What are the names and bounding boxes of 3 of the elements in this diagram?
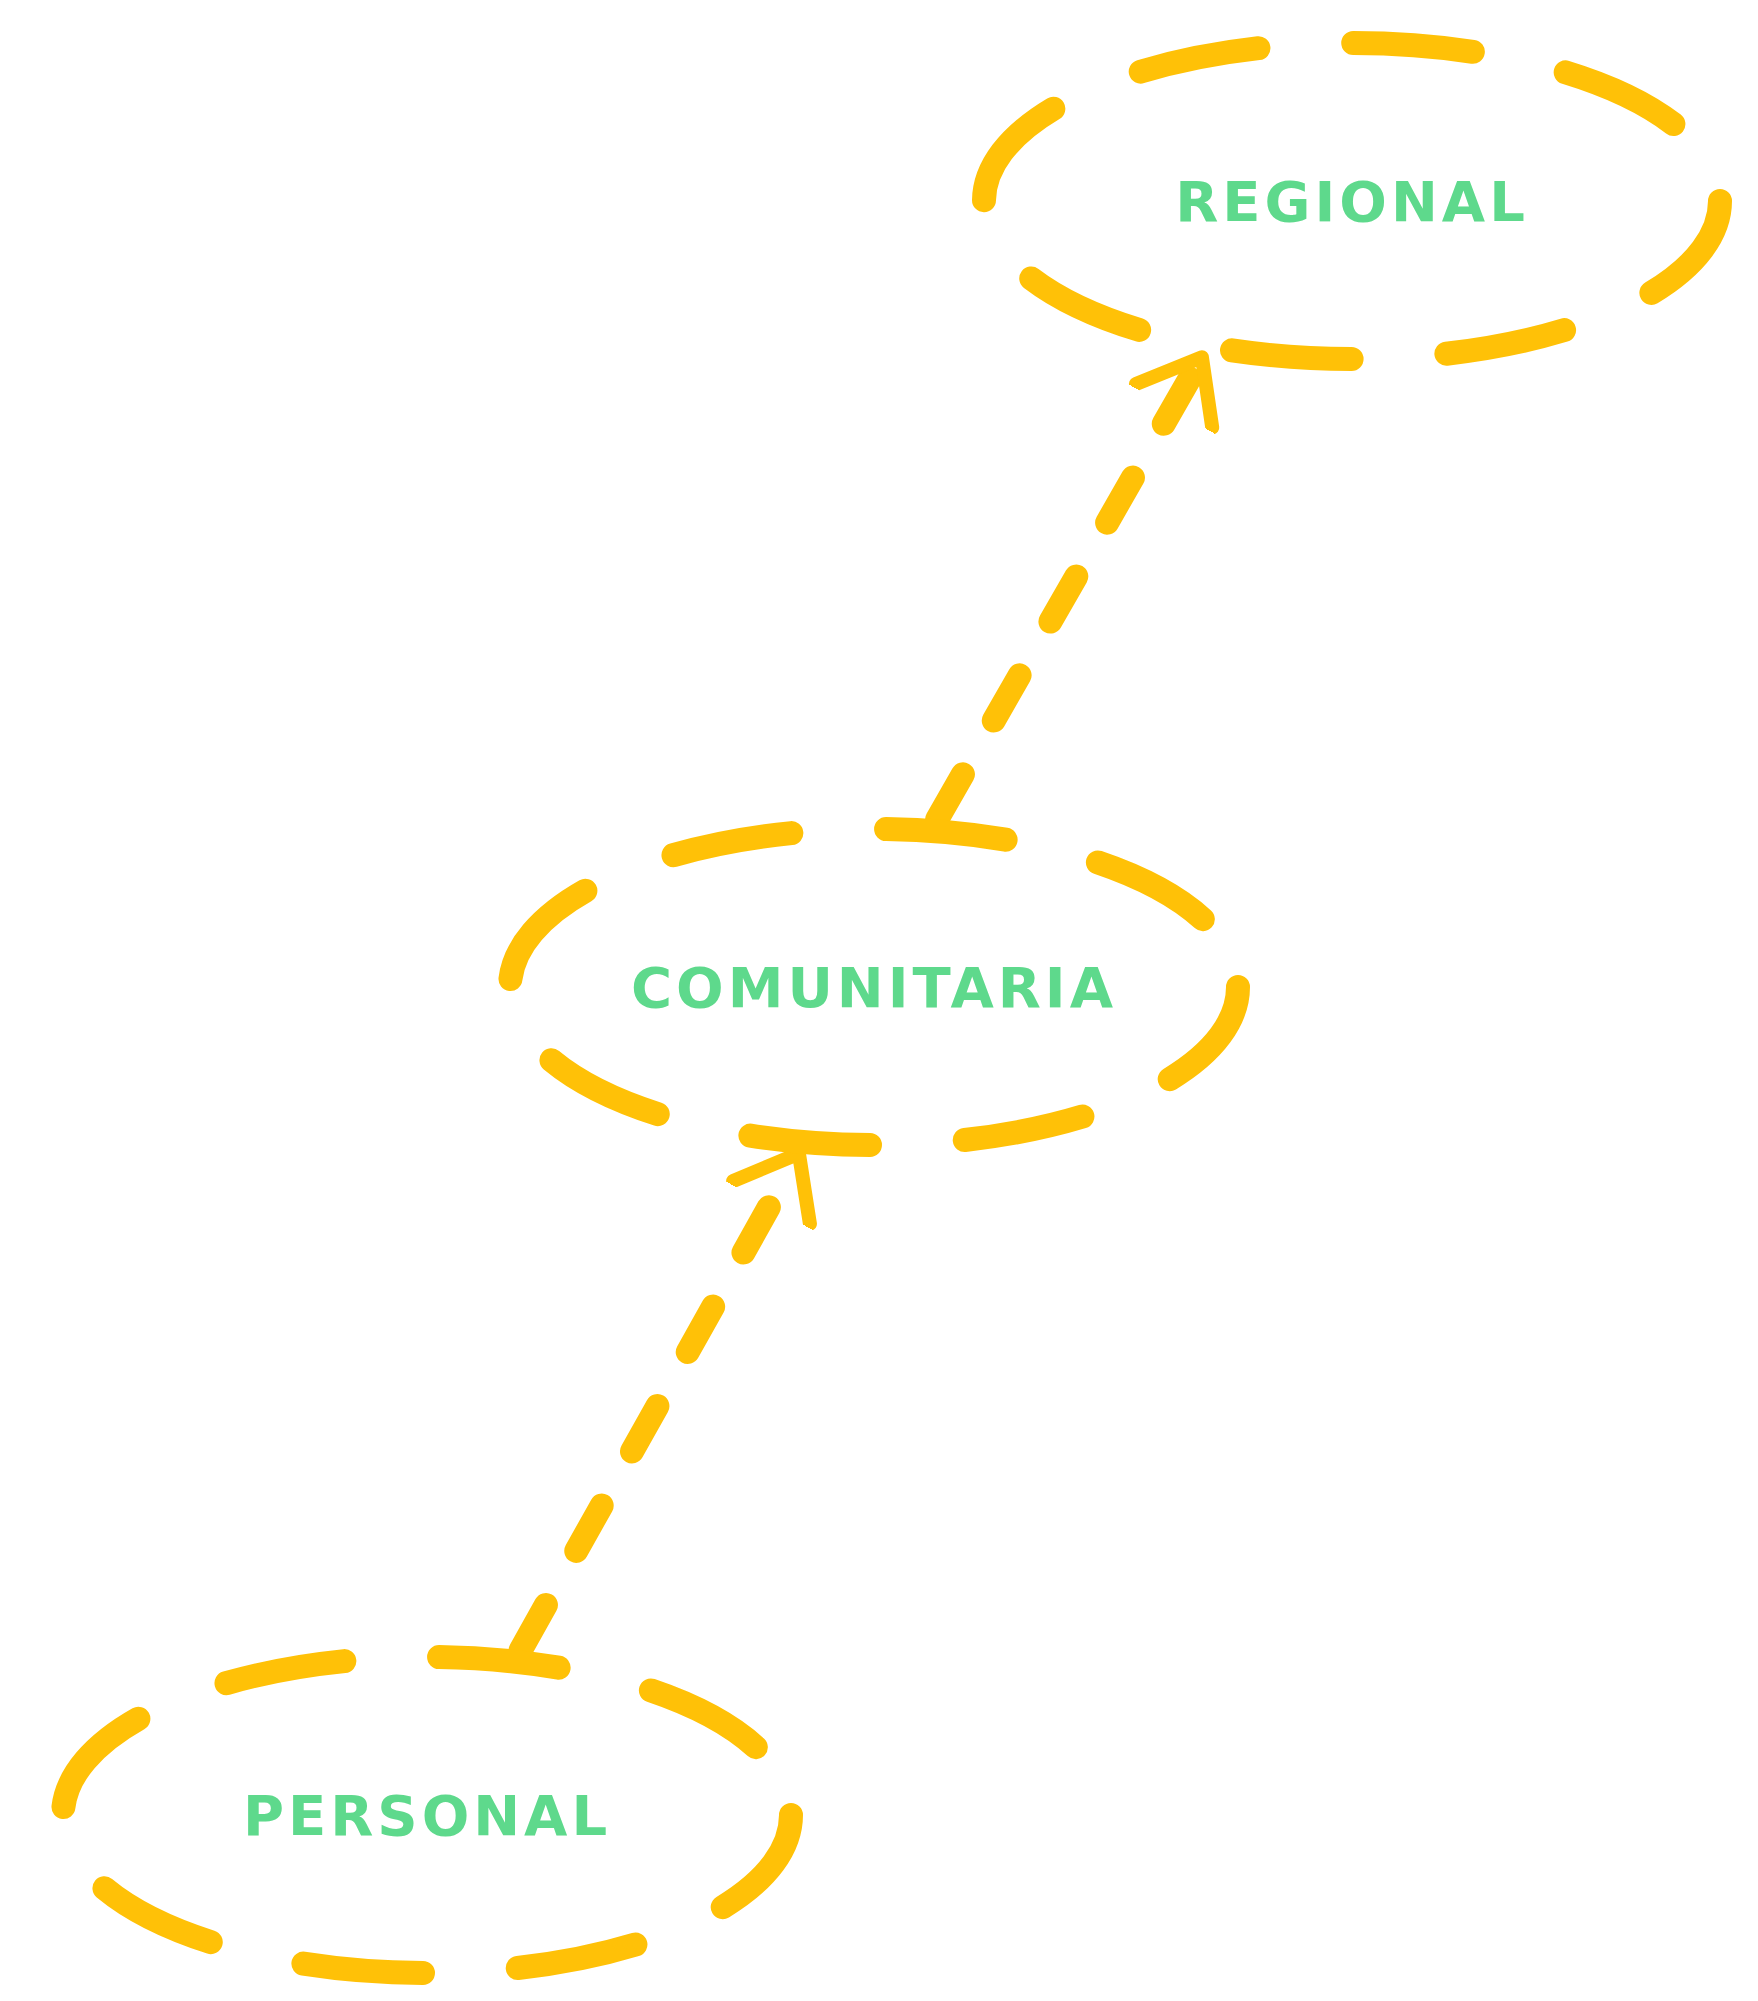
node-label: COMUNITARIA (630, 954, 1118, 1020)
node-label: PERSONAL (242, 1782, 612, 1848)
node-label: REGIONAL (1175, 168, 1529, 234)
